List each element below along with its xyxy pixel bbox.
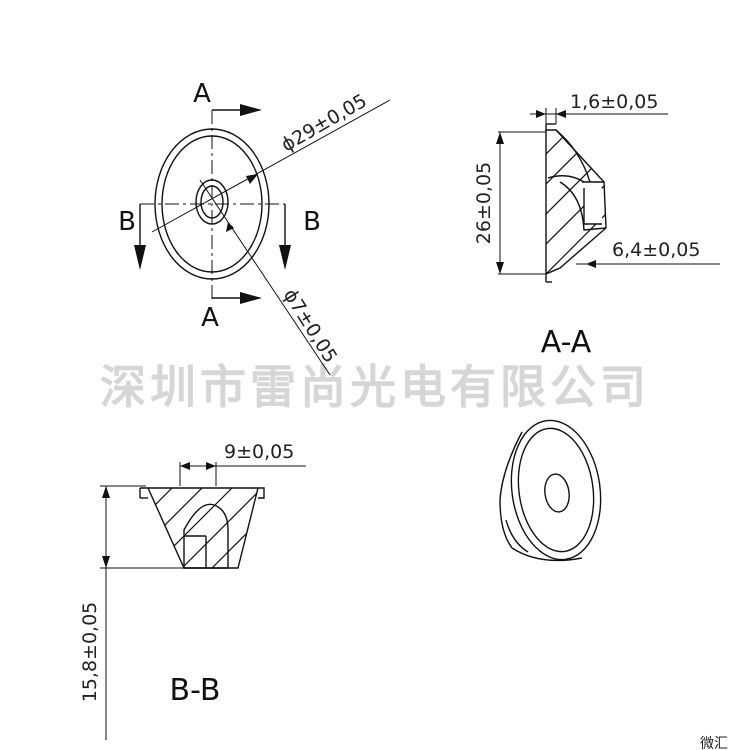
bb-hole-arrow-left	[180, 462, 190, 470]
section-b-left-label: B	[118, 207, 136, 237]
section-aa-title: A-A	[541, 325, 592, 360]
inner-diameter-label: ϕ7±0,05	[279, 285, 342, 367]
iso-front-rim-outer	[510, 419, 602, 561]
bb-height-arrow-bottom	[102, 556, 110, 568]
bb-outer-profile	[140, 487, 265, 569]
bb-height-label: 15,8±0,05	[79, 602, 101, 703]
aa-top-width-label: 1,6±0,05	[570, 91, 658, 113]
iso-body-left	[499, 431, 523, 549]
aa-cavity-curve	[559, 181, 607, 231]
aa-reflector-top	[555, 129, 591, 183]
section-bb-title: B-B	[170, 673, 221, 708]
aa-bottom-width-label: 6,4±0,05	[612, 239, 700, 261]
bb-height-arrow-top	[102, 486, 110, 498]
outer-diameter-arrowhead	[246, 174, 258, 184]
inner-diameter-arrowhead	[226, 222, 234, 232]
outer-diameter-label: ϕ29±0,05	[278, 90, 371, 157]
aa-cavity-top	[547, 175, 585, 183]
aa-top-arrow-right	[556, 110, 566, 118]
bb-hole-width-label: 9±0,05	[224, 441, 294, 463]
corner-text: 微汇	[700, 736, 728, 750]
section-a-bottom-arrowhead	[240, 292, 262, 304]
aa-outer-profile	[545, 124, 607, 282]
iso-center-hole	[544, 473, 570, 513]
section-a-bottom-label: A	[201, 303, 219, 333]
iso-body-bottom	[511, 547, 583, 562]
section-a-top-label: A	[193, 79, 211, 109]
aa-height-arrow-top	[496, 132, 504, 144]
aa-height-label: 26±0,05	[473, 162, 495, 244]
aa-cavity-clear	[584, 188, 602, 224]
inner-diameter-leader	[199, 179, 331, 376]
isometric-view	[499, 419, 602, 562]
aa-height-arrow-bottom	[496, 262, 504, 274]
iso-body-shade	[505, 519, 529, 553]
top-view: A A B B ϕ29±0,05 ϕ7±0,05	[118, 79, 391, 376]
section-b-right-arrowhead	[279, 245, 291, 270]
aa-cavity-edge	[583, 188, 602, 225]
outer-diameter-leader	[151, 99, 391, 233]
bb-hole-arrow-right	[206, 462, 216, 470]
section-b-right-label: B	[303, 207, 321, 237]
bb-center-hole	[183, 503, 229, 569]
section-a-top-arrowhead	[240, 104, 262, 116]
bb-hatching	[148, 488, 258, 568]
aa-hatching	[546, 130, 606, 274]
aa-top-arrow-left	[536, 110, 546, 118]
section-aa-view: 26±0,05 1,6±0,05 6,4±0,05 A-A	[473, 91, 720, 360]
iso-front-rim-inner	[517, 427, 595, 553]
section-b-left-arrowhead	[134, 245, 146, 270]
company-watermark: 深圳市雷尚光电有限公司	[100, 360, 650, 414]
aa-bottom-arrow	[586, 260, 596, 268]
section-bb-view: 9±0,05 15,8±0,05 B-B	[79, 441, 306, 740]
